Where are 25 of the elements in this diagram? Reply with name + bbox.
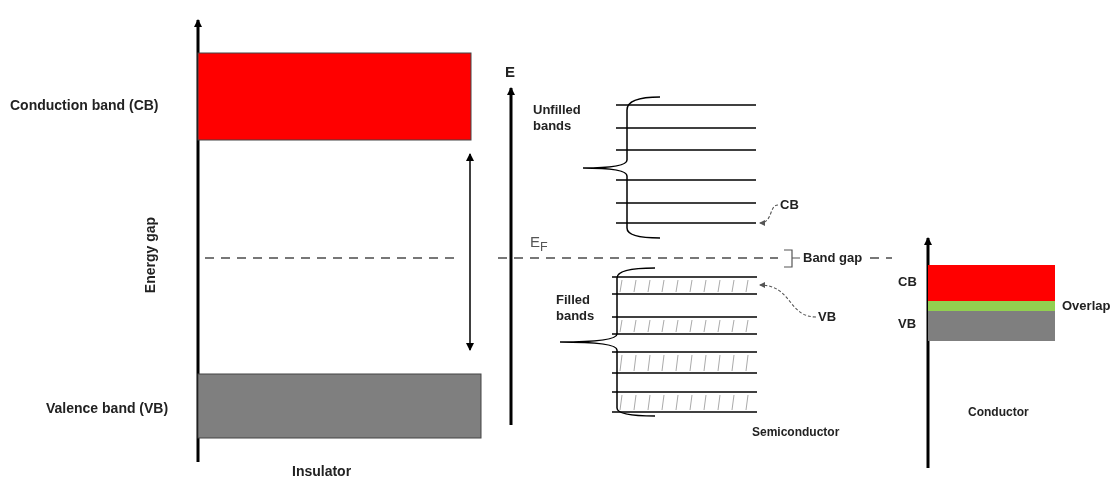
overlap-band	[928, 301, 1055, 311]
valence-band	[928, 311, 1055, 341]
band-label: VB	[898, 316, 917, 332]
group-label: Unfilled bands	[533, 102, 582, 134]
energy-level-line	[615, 222, 757, 224]
leader-line	[759, 204, 779, 226]
conduction-band	[197, 52, 472, 141]
band-label: Conduction band (CB)	[10, 97, 159, 113]
valence-band	[197, 373, 482, 439]
band-label: Valence band (VB)	[46, 400, 169, 416]
material-label: Conductor	[968, 404, 1029, 420]
leader-label: CB	[780, 197, 799, 213]
leader-label: VB	[818, 309, 837, 325]
fermi-level-label: E$_{F}$	[530, 234, 548, 255]
material-label: Insulator	[292, 463, 352, 479]
material-label: Semiconductor	[752, 424, 840, 440]
group-label: Filled bands	[556, 292, 596, 324]
band-label: Band gap	[803, 250, 863, 266]
band-label: CB	[898, 274, 917, 290]
axis-label: E	[505, 64, 515, 80]
conduction-band	[928, 265, 1055, 301]
hatched-band	[611, 276, 758, 295]
band-label: Overlap	[1062, 298, 1111, 314]
band-label: Energy gap	[142, 216, 159, 294]
leader-line	[759, 282, 817, 318]
